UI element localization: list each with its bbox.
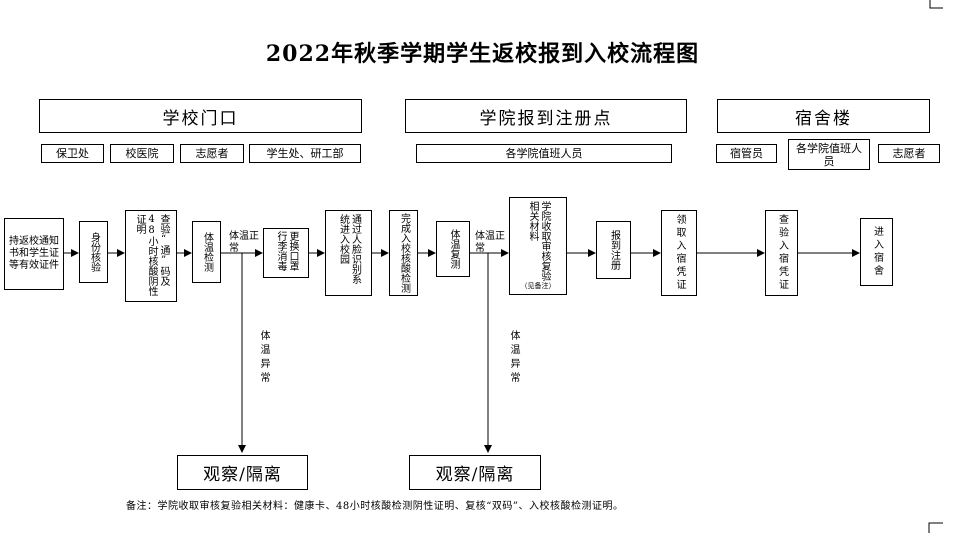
label-temperature-abnormal-1: 体温异常 bbox=[258, 330, 269, 386]
step-verify-dorm-voucher: 查验入宿凭证 bbox=[765, 210, 798, 296]
step-change-mask-text: 更换口罩行李消毒 bbox=[275, 231, 298, 271]
step-bring-documents-text: 持返校通知书和学生证等有效证件 bbox=[9, 236, 59, 271]
page-title: 2022年秋季学期学生返校报到入校流程图 bbox=[265, 41, 700, 67]
step-identity-check-text: 身份核验 bbox=[88, 232, 100, 272]
step-temperature-check-text: 体温检测 bbox=[201, 232, 213, 272]
step-nucleic-test: 完成入校核酸检测 bbox=[389, 210, 418, 296]
step-enter-dorm-text: 进入宿舍 bbox=[871, 226, 883, 278]
step-temperature-recheck: 体温复测 bbox=[436, 221, 470, 277]
step-register-text: 报到注册 bbox=[608, 230, 620, 270]
step-face-recognition: 通过人脸识别系统进入校园 bbox=[325, 210, 372, 296]
step-verify-dorm-voucher-text: 查验入宿凭证 bbox=[776, 214, 788, 292]
step-temperature-check: 体温检测 bbox=[192, 221, 221, 283]
observe-isolate-box-1: 观察/隔离 bbox=[177, 455, 308, 490]
section-dormitory: 宿舍楼 bbox=[717, 99, 930, 133]
section-college-registration: 学院报到注册点 bbox=[405, 99, 687, 133]
step-collect-materials-note: （见备注） bbox=[520, 282, 556, 290]
label-temperature-normal-2: 体温正常 bbox=[475, 231, 505, 254]
staff-student-affairs: 学生处、研工部 bbox=[249, 144, 361, 163]
step-check-codes-text: 查验“通”码及48小时核酸阴性证明 bbox=[134, 214, 169, 296]
step-get-dorm-voucher-text: 领取入宿凭证 bbox=[674, 214, 685, 292]
step-collect-materials-text: 学院收取审核复验相关材料 bbox=[527, 201, 550, 281]
label-temperature-normal-1: 体温正常 bbox=[229, 231, 259, 254]
staff-security: 保卫处 bbox=[41, 144, 104, 163]
staff-college-duty-dorm: 各学院值班人员 bbox=[788, 139, 870, 170]
step-temperature-recheck-text: 体温复测 bbox=[448, 229, 459, 269]
staff-volunteer-dorm: 志愿者 bbox=[878, 144, 940, 163]
label-temperature-abnormal-2: 体温异常 bbox=[508, 330, 519, 386]
staff-volunteer-gate: 志愿者 bbox=[180, 144, 244, 163]
staff-college-duty: 各学院值班人员 bbox=[416, 144, 672, 163]
step-nucleic-test-text: 完成入校核酸检测 bbox=[398, 213, 410, 293]
observe-isolate-box-2: 观察/隔离 bbox=[409, 455, 541, 490]
step-enter-dorm: 进入宿舍 bbox=[860, 218, 893, 286]
step-register: 报到注册 bbox=[596, 221, 631, 279]
step-check-codes: 查验“通”码及48小时核酸阴性证明 bbox=[125, 210, 177, 302]
step-get-dorm-voucher: 领取入宿凭证 bbox=[661, 210, 697, 296]
step-bring-documents: 持返校通知书和学生证等有效证件 bbox=[4, 218, 64, 290]
section-school-gate: 学校门口 bbox=[39, 99, 362, 133]
step-face-recognition-text: 通过人脸识别系统进入校园 bbox=[337, 214, 361, 284]
staff-dorm-manager: 宿管员 bbox=[716, 144, 777, 163]
step-change-mask: 更换口罩行李消毒 bbox=[263, 228, 309, 278]
staff-clinic: 校医院 bbox=[110, 144, 174, 163]
footnote: 备注：学院收取审核复验相关材料：健康卡、48小时核酸检测阴性证明、复核“双码”、… bbox=[126, 501, 624, 512]
step-collect-materials: 学院收取审核复验相关材料 （见备注） bbox=[509, 197, 567, 295]
step-identity-check: 身份核验 bbox=[79, 221, 108, 283]
